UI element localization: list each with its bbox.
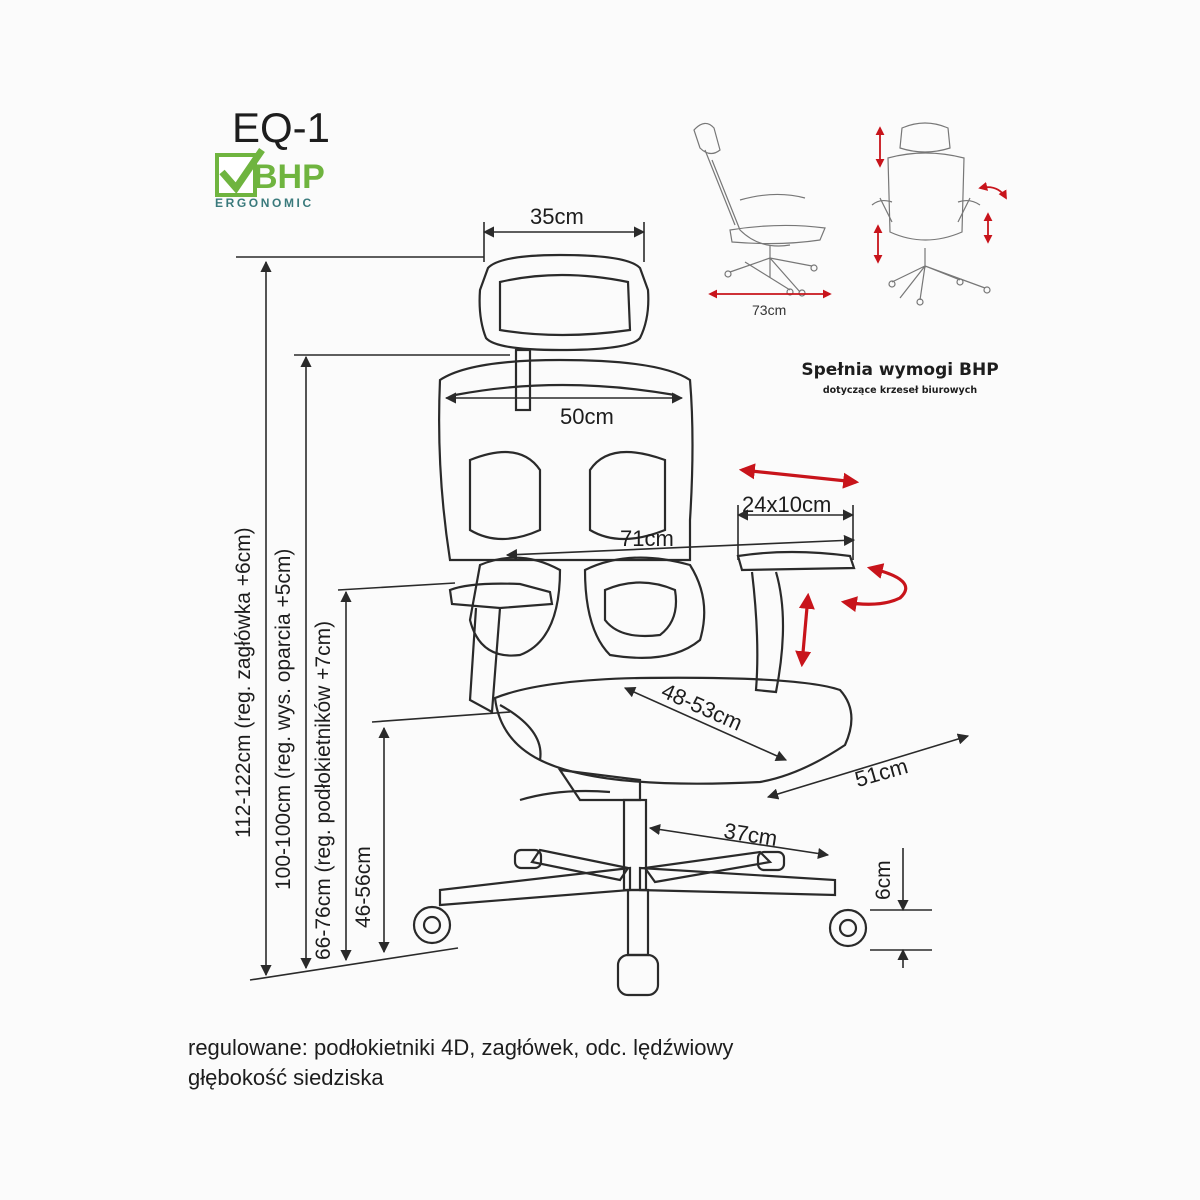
dim-backrest-width: 50cm bbox=[560, 404, 614, 429]
model-title: EQ-1 bbox=[232, 104, 331, 151]
check-icon bbox=[215, 148, 265, 197]
adjustments-note: regulowane: podłokietniki 4D, zagłówek, … bbox=[188, 1033, 1088, 1093]
back-view-sketch bbox=[871, 122, 991, 306]
dim-between-armrests: 71cm bbox=[620, 526, 674, 551]
adjustment-arrows bbox=[738, 463, 908, 668]
dimension-lines bbox=[236, 222, 970, 981]
dim-side-depth: 73cm bbox=[752, 302, 787, 318]
dim-armrest-height: 66-76cm (reg. podłokietników +7cm) bbox=[312, 620, 335, 960]
logo-brand: BHP bbox=[253, 158, 325, 196]
back-view-arrows bbox=[873, 126, 1007, 264]
dim-headrest-width: 35cm bbox=[530, 204, 584, 229]
dim-caster-height: 6cm bbox=[872, 860, 895, 900]
bhp-claim-sub: dotyczące krzeseł biurowych bbox=[822, 385, 978, 396]
bhp-claim: Spełnia wymogi BHP bbox=[801, 360, 999, 380]
adjustments-line-2: głębokość siedziska bbox=[188, 1065, 384, 1090]
side-view-sketch bbox=[693, 122, 826, 297]
dim-seat-height: 46-56cm bbox=[352, 846, 375, 928]
adjustments-line-1: regulowane: podłokietniki 4D, zagłówek, … bbox=[188, 1035, 734, 1060]
dim-armrest-pad: 24x10cm bbox=[742, 492, 832, 517]
logo-tagline: ERGONOMIC bbox=[215, 196, 314, 210]
bhp-logo: BHP ERGONOMIC bbox=[215, 150, 345, 214]
dim-total-height: 112-122cm (reg. zagłówka +6cm) bbox=[232, 527, 255, 838]
dim-backrest-height: 100-100cm (reg. wys. oparcia +5cm) bbox=[272, 548, 295, 890]
